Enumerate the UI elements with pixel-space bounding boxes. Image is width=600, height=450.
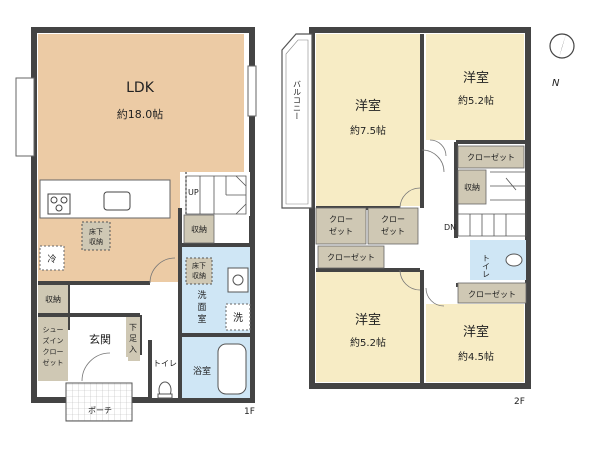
ldk-window — [15, 77, 35, 157]
room-sw — [316, 272, 420, 382]
stove-icon — [47, 193, 71, 215]
ldk-size: 約18.0帖 — [117, 107, 164, 121]
room-se-name: 洋室 — [463, 324, 489, 340]
shoe-rack-line2: 足 — [129, 334, 137, 343]
porch-label: ポーチ — [88, 406, 112, 415]
storage-stair-label: 収納 — [191, 224, 207, 234]
underfloor-storage-ldk — [81, 221, 111, 251]
room-sw-name: 洋室 — [355, 312, 381, 328]
closet-sw — [317, 245, 385, 269]
room-center — [316, 34, 420, 206]
porch — [65, 382, 133, 422]
balcony — [281, 33, 313, 209]
stair-dn-label: DN — [444, 223, 456, 232]
closet-a-line1: クロー — [329, 215, 353, 224]
floor2-level-label: 2F — [514, 397, 525, 407]
shoe-rack-line1: 下 — [129, 323, 137, 332]
wash-basin-icon — [227, 267, 249, 293]
closet-b-line2: ゼット — [381, 226, 405, 236]
shoe-closet-line3: クロー — [43, 348, 64, 356]
room-se-size: 約4.5帖 — [458, 350, 494, 363]
floor1-level-label: 1F — [244, 407, 255, 417]
fridge-label: 冷 — [47, 253, 56, 265]
shoe-rack-line3: 入 — [129, 345, 137, 354]
genkan-doma — [70, 357, 128, 381]
washer-label: 洗 — [233, 312, 243, 324]
room-ne — [426, 34, 524, 140]
underfloor-storage-wash-line1: 床下 — [192, 261, 206, 270]
stair-2f — [457, 171, 527, 237]
closet-sw-label: クローゼット — [327, 252, 375, 262]
toilet-1f-label: トイレ — [153, 359, 177, 368]
shoe-in-closet — [38, 317, 68, 381]
ldk-room — [38, 34, 244, 182]
entrance-label: 玄関 — [89, 332, 111, 346]
fridge-space — [39, 245, 65, 271]
closet-a — [315, 207, 367, 245]
ldk-window-right — [247, 65, 257, 117]
room-center-size: 約7.5帖 — [350, 124, 386, 137]
room-center-name: 洋室 — [355, 98, 381, 114]
floor1-plan — [15, 27, 257, 422]
balcony-label: バルコニー — [293, 80, 302, 120]
bathtub-icon — [217, 343, 247, 395]
compass-icon — [549, 33, 575, 59]
room-ne-size: 約5.2帖 — [458, 94, 494, 107]
room-se — [426, 304, 524, 382]
storage-hall-2f — [457, 169, 487, 205]
washroom-label-1: 洗 — [197, 289, 206, 301]
room-sw-size: 約5.2帖 — [350, 336, 386, 349]
shoe-closet-line2: ズイン — [43, 336, 64, 345]
washer-space — [225, 303, 251, 331]
bath-label: 浴室 — [193, 365, 211, 377]
storage-hall-label: 収納 — [464, 182, 480, 192]
compass: N — [549, 33, 575, 89]
underfloor-storage-wash — [185, 257, 213, 285]
toilet-2f-label: トイレ — [482, 254, 491, 278]
stair-up-label: UP — [188, 188, 199, 197]
storage-entry-label: 収納 — [45, 294, 61, 304]
floor2-plan — [281, 27, 531, 389]
stair-1f — [180, 172, 250, 216]
washroom-label-2: 面 — [197, 302, 206, 313]
washroom-label-3: 室 — [197, 313, 206, 325]
closet-b-line1: クロー — [381, 215, 405, 224]
shoe-closet-line1: シュー — [43, 326, 64, 334]
underfloor-storage-wash-line2: 収納 — [192, 271, 206, 280]
closet-a-line2: ゼット — [329, 226, 353, 236]
sink-icon — [103, 191, 131, 211]
toilet-icon-2f — [505, 253, 523, 267]
underfloor-storage-ldk-line1: 床下 — [89, 227, 103, 236]
closet-se — [457, 282, 527, 304]
closet-ne-label: クローゼット — [467, 152, 515, 162]
shoe-rack — [126, 317, 140, 361]
shoe-closet-line4: ゼット — [43, 358, 64, 367]
compass-north-label: N — [552, 78, 560, 89]
underfloor-storage-ldk-line2: 収納 — [89, 237, 103, 246]
closet-se-label: クローゼット — [468, 289, 516, 299]
storage-entry — [38, 285, 68, 313]
closet-b — [367, 207, 419, 245]
room-ne-name: 洋室 — [463, 70, 489, 86]
ldk-name: LDK — [126, 80, 155, 96]
closet-ne — [457, 145, 525, 169]
storage-stair-1f — [183, 214, 215, 244]
